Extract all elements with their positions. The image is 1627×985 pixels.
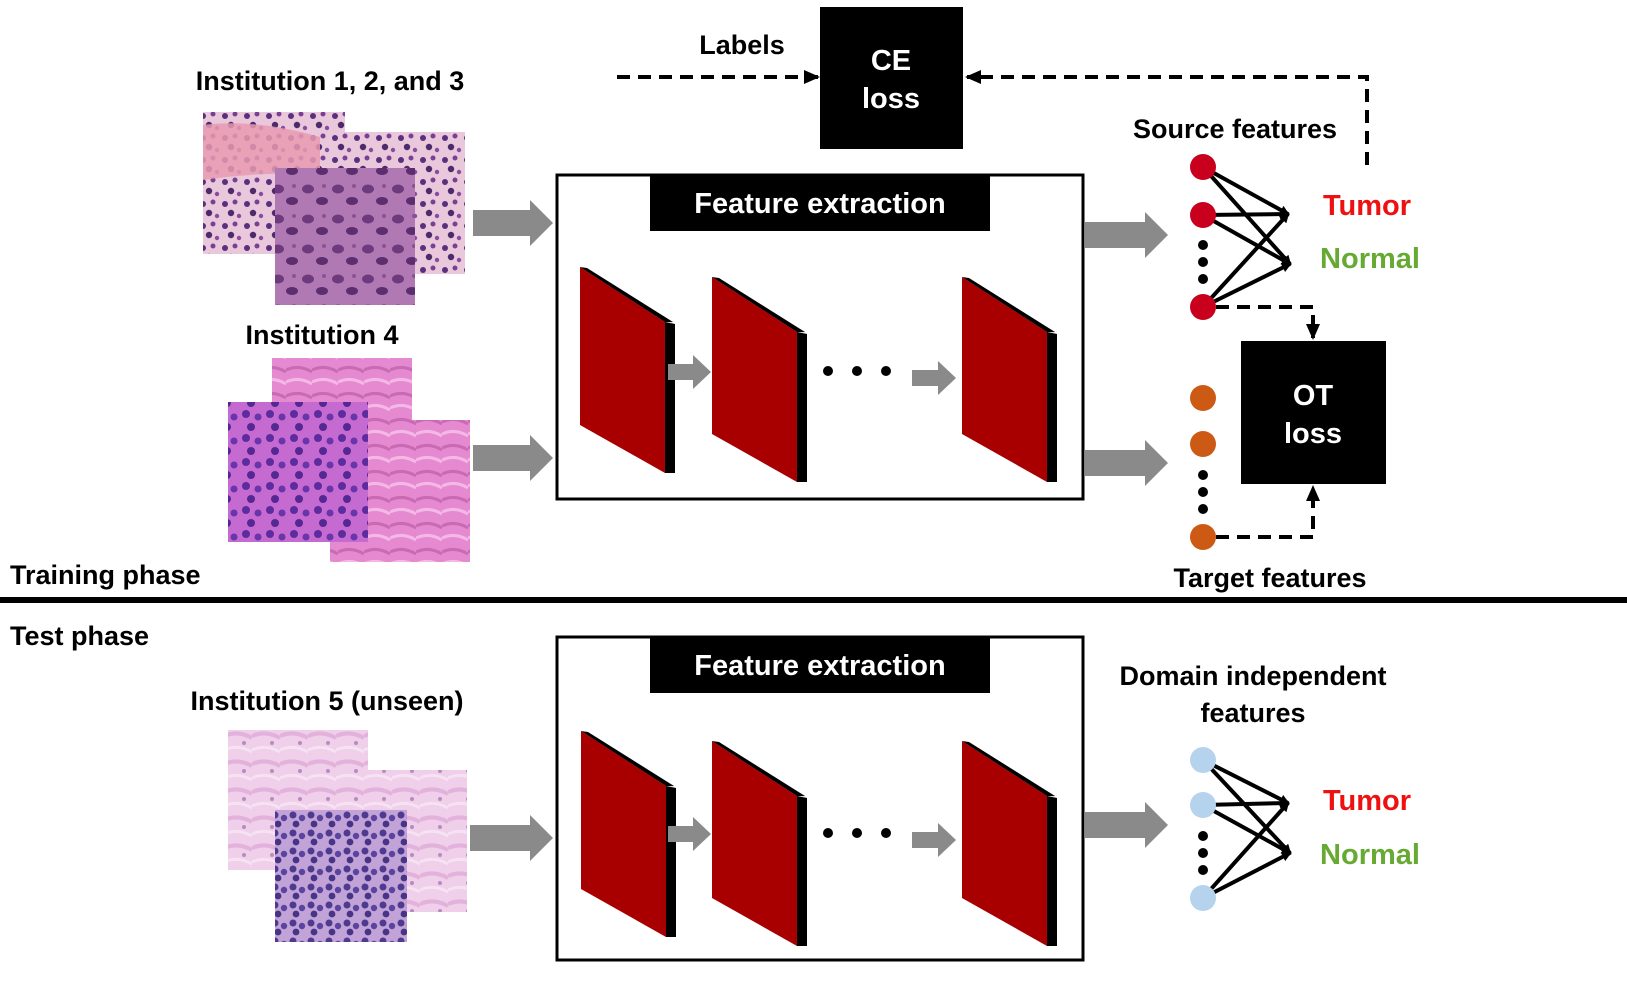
target-input-arrow [473, 435, 553, 481]
ce-loss-line1: CE [871, 45, 911, 77]
source-node [1190, 154, 1216, 180]
domain-independent-title-line1: Domain independent [1119, 661, 1386, 691]
test-output-arrow [1085, 802, 1168, 848]
test-feature-nodes [1190, 747, 1292, 911]
train-normal-label: Normal [1320, 243, 1420, 275]
training-phase-label: Training phase [10, 560, 201, 590]
phase-divider [0, 597, 1627, 603]
test-normal-label: Normal [1320, 839, 1420, 871]
train-feature-extraction-label: Feature extraction [694, 188, 945, 220]
test-feature-extraction-header [650, 638, 990, 693]
ce-loss-box [820, 7, 963, 149]
test-tissue-images [228, 730, 467, 942]
source-features-title: Source features [1133, 114, 1337, 144]
source-output-arrow [1085, 212, 1168, 258]
labels-text: Labels [699, 30, 785, 60]
train-layer-1 [580, 267, 675, 473]
target-output-arrow [1085, 440, 1168, 486]
ot-loss-line2: loss [1284, 418, 1342, 450]
test-layer-1 [581, 731, 676, 937]
source-input-arrow [473, 200, 553, 246]
institution-123-title: Institution 1, 2, and 3 [196, 66, 465, 96]
target-tissue-images [228, 358, 470, 562]
institution-4-title: Institution 4 [246, 320, 399, 350]
target-to-ot-arrow [1216, 485, 1320, 539]
train-cnn-layers [580, 267, 1057, 482]
source-tissue-images [203, 112, 465, 305]
source-node [1190, 294, 1216, 320]
source-node [1190, 202, 1216, 228]
target-feature-nodes [1190, 385, 1216, 550]
test-layer-2 [712, 741, 807, 946]
target-node [1190, 431, 1216, 457]
test-node [1190, 792, 1216, 818]
source-feature-nodes [1190, 154, 1292, 320]
domain-independent-title-line2: features [1200, 698, 1305, 728]
target-features-title: Target features [1173, 563, 1366, 593]
ot-loss-box [1241, 341, 1386, 484]
test-input-arrow [470, 815, 553, 861]
target-node [1190, 524, 1216, 550]
train-tumor-label: Tumor [1323, 190, 1411, 222]
source-to-ce-arrow [965, 70, 1369, 165]
institution-5-title: Institution 5 (unseen) [191, 686, 464, 716]
test-feature-extraction-label: Feature extraction [694, 650, 945, 682]
train-feature-extraction-header [650, 176, 990, 231]
test-phase-label: Test phase [10, 621, 149, 651]
train-layer-n [962, 277, 1057, 482]
test-layer-n [962, 741, 1057, 946]
test-node [1190, 885, 1216, 911]
test-cnn-layers [581, 731, 1057, 946]
ce-loss-line2: loss [862, 83, 920, 115]
test-tumor-label: Tumor [1323, 785, 1411, 817]
ot-loss-line1: OT [1293, 380, 1334, 412]
train-layer-2 [712, 277, 807, 482]
source-to-ot-arrow [1216, 305, 1320, 340]
test-node [1190, 747, 1216, 773]
target-node [1190, 385, 1216, 411]
